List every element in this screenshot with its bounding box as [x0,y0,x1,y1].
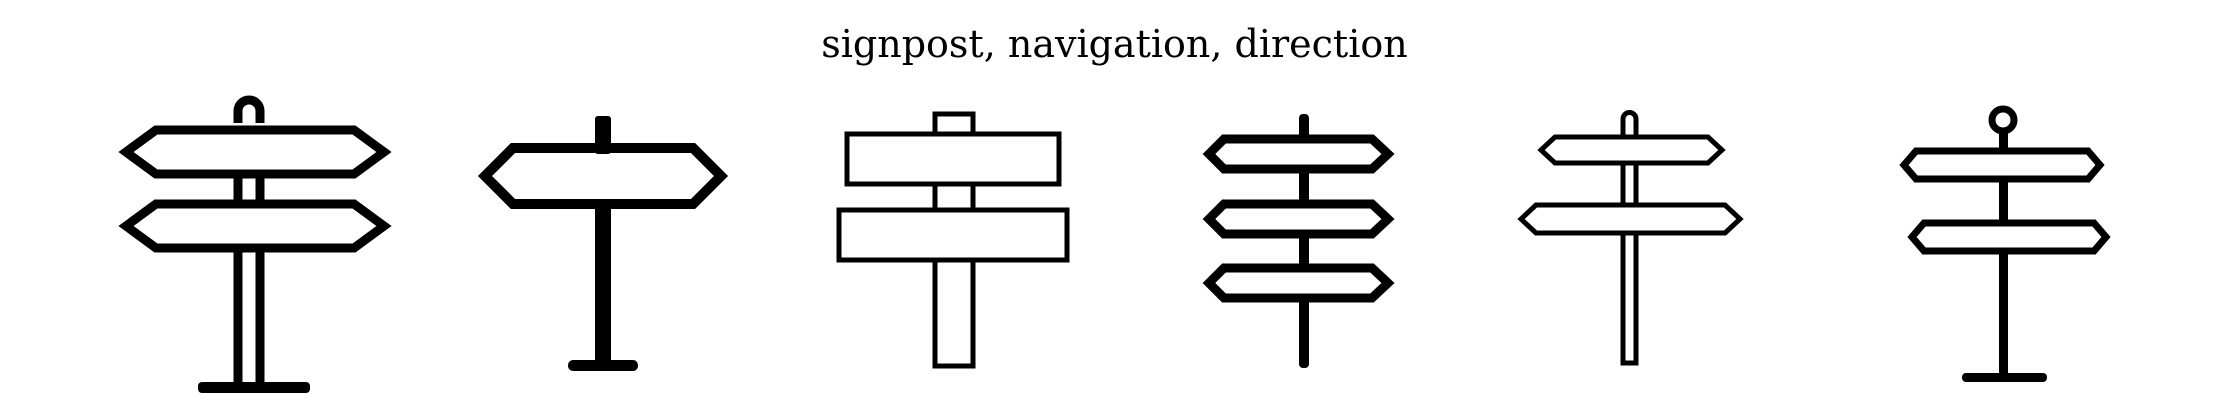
signpost-thin-icon [1517,110,1744,366]
signpost-single-icon [477,116,729,371]
signpost-ring-icon [1899,105,2111,382]
signpost-double-hanger-icon [118,95,392,393]
signpost-triple-icon [1202,114,1395,368]
signpost-rectangles-icon [836,111,1070,369]
caption-title: signpost, navigation, direction [821,22,1408,66]
